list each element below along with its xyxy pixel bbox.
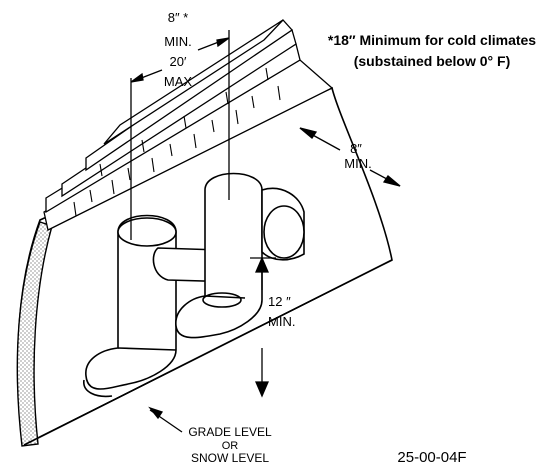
label-grade-level-3: SNOW LEVEL [191,451,269,465]
brick-course [43,19,334,231]
dim-grade-height [250,256,276,398]
label-grade-height-1: 12 ″ [268,294,291,309]
exhaust-pipe [175,172,305,339]
cold-climate-note-sub: (substained below 0° F) [354,53,511,69]
label-vertical-clearance-3: 20′ [170,54,187,69]
label-vertical-clearance-1: 8″ * [168,10,189,25]
wall-section-edge [16,221,53,447]
grade-level-leader [148,406,183,433]
label-vertical-clearance-2: MIN. [164,34,191,49]
label-wall-offset-2: MIN. [344,156,371,171]
label-grade-height-2: MIN. [268,314,295,329]
dim-wall-offset [299,127,401,187]
label-grade-level-1: GRADE LEVEL [188,425,272,439]
cold-climate-note: *18″ Minimum for cold climates [328,32,536,48]
dim-vertical-clearance [130,30,230,240]
label-grade-level-2: OR [222,440,239,452]
label-vertical-clearance-4: MAX [164,74,193,89]
label-wall-offset-1: 8″ [350,141,362,156]
grade-line [23,259,393,446]
figure-code: 25-00-04F [397,449,466,466]
